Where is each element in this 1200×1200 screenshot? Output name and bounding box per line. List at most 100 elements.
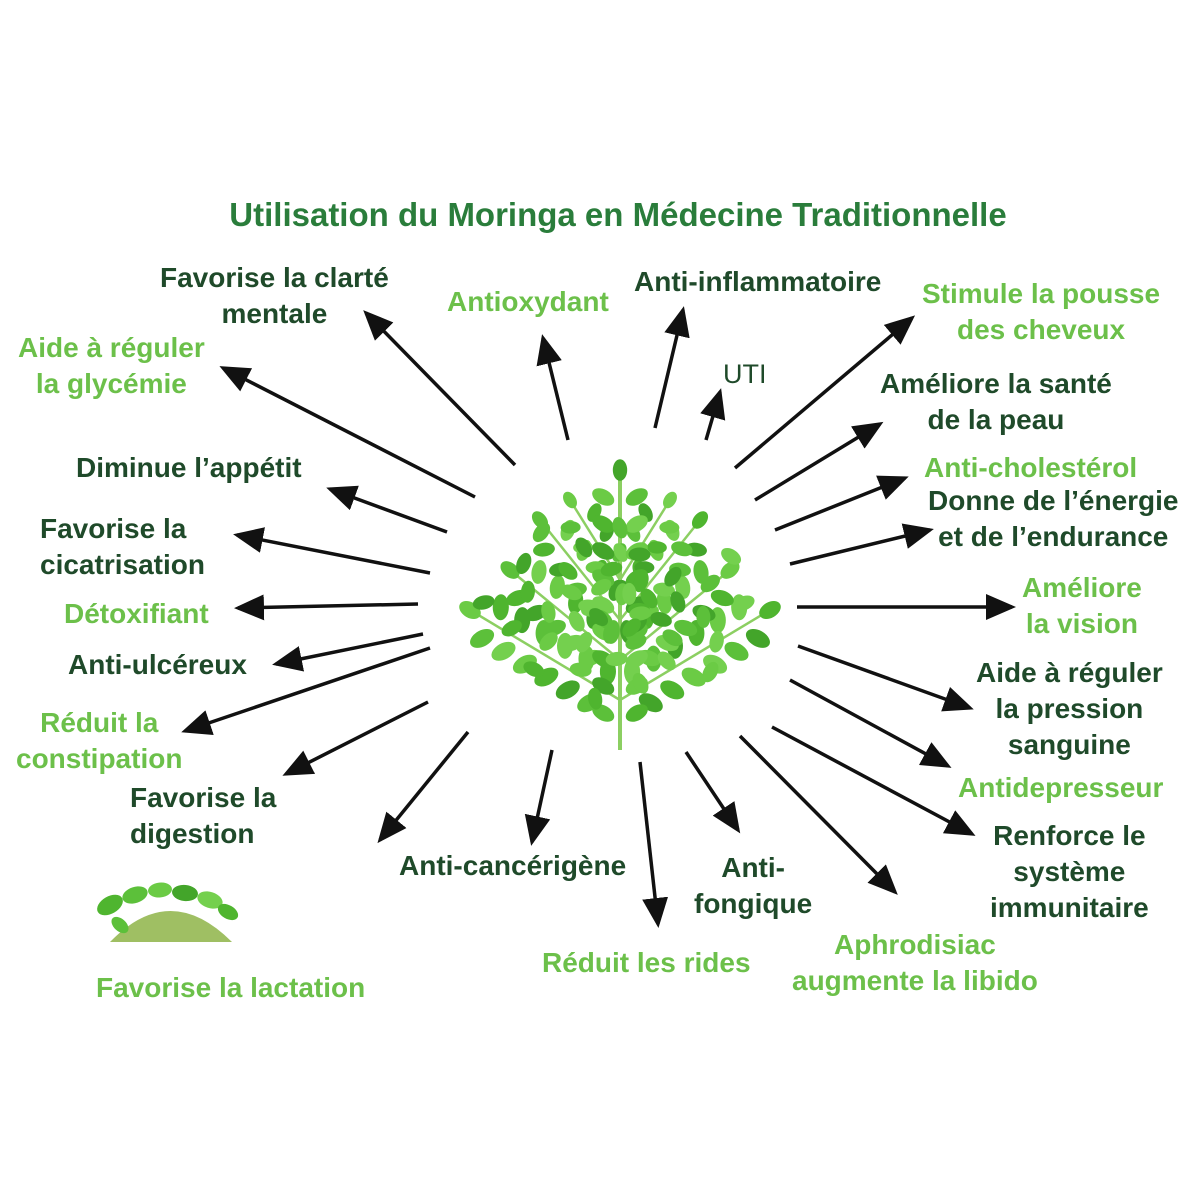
leaflet: [603, 621, 618, 644]
leaflet: [622, 618, 641, 637]
leaflet: [560, 521, 581, 534]
leaflet: [681, 667, 706, 687]
leaflet: [633, 570, 649, 593]
arrow-icon: [234, 594, 419, 621]
leaflet: [592, 542, 615, 560]
arrow-icon: [653, 306, 690, 429]
leaflet: [600, 561, 623, 577]
leaflet: [724, 641, 749, 661]
powder-leaf: [97, 894, 123, 916]
leaflet: [657, 651, 676, 671]
leaflet: [592, 515, 615, 533]
powder-leaf: [197, 891, 223, 909]
arrow-icon: [219, 366, 476, 499]
leaflet: [569, 662, 592, 677]
leaflet: [501, 620, 522, 637]
arrow-icon: [684, 751, 741, 834]
leaflet: [721, 547, 742, 565]
page-title: Utilisation du Moringa en Médecine Tradi…: [229, 196, 1007, 233]
leaflet: [491, 641, 516, 661]
arrow-icon: [272, 632, 424, 672]
powder-leaf: [111, 916, 129, 934]
leaflet: [560, 584, 582, 601]
leaflet: [759, 601, 781, 619]
arrow-icon: [733, 315, 916, 470]
leaflet: [622, 582, 637, 605]
arrows-group: [181, 306, 1016, 928]
powder-leaf: [172, 884, 198, 902]
leaflet: [646, 541, 667, 554]
leaflet: [628, 547, 651, 562]
arrow-icon: [181, 646, 431, 735]
arrow-icon: [797, 644, 974, 712]
leaflet: [702, 661, 719, 683]
leaflet: [709, 630, 724, 653]
arrow-icon: [789, 523, 934, 566]
arrow-icon: [282, 700, 429, 776]
leaflet: [700, 574, 720, 593]
leaflet: [696, 605, 711, 628]
arrow-icon: [233, 527, 431, 575]
label-detoxifiant: Détoxifiant: [64, 598, 209, 629]
leaflet: [563, 491, 577, 509]
arrow-icon: [754, 421, 884, 502]
leaflet: [539, 632, 558, 651]
leaflet: [533, 542, 555, 557]
leaflet: [625, 650, 648, 668]
powder-leaf: [148, 882, 172, 898]
leaflet: [558, 562, 578, 580]
leaflet: [549, 575, 565, 599]
arrow-icon: [700, 388, 726, 441]
leaflet: [542, 619, 566, 637]
leaflet: [470, 629, 495, 648]
leaflet: [625, 704, 648, 722]
leaflet: [733, 595, 755, 611]
leaflet: [520, 580, 535, 603]
leaflet: [532, 522, 551, 543]
leaflet: [650, 612, 672, 627]
powder-leaf: [217, 903, 239, 921]
arrow-icon: [771, 725, 976, 836]
leaflet: [612, 517, 628, 539]
moringa-powder-icon: [97, 882, 239, 942]
leaflet: [629, 606, 652, 621]
leaflet: [472, 595, 495, 610]
leaflet: [632, 672, 649, 694]
leaflet: [660, 680, 685, 700]
arrow-icon: [738, 734, 898, 895]
arrow-icon: [638, 761, 669, 928]
leaflet: [575, 537, 593, 558]
label-antioxydant: Antioxydant: [447, 286, 609, 317]
leaflet: [691, 511, 709, 529]
label-rides: Réduit les rides: [542, 947, 751, 978]
leaflet: [625, 488, 648, 506]
leaflet: [531, 560, 547, 584]
arrow-icon: [524, 749, 554, 846]
label-appetit: Diminue l’appétit: [76, 452, 302, 483]
moringa-leaf-icon: [459, 459, 781, 750]
label-lactation: Favorise la lactation: [96, 972, 366, 1003]
leaflet: [555, 680, 580, 700]
leaflet: [591, 579, 612, 596]
leaflet: [663, 491, 677, 509]
leaflet: [625, 634, 647, 650]
arrow-icon: [536, 334, 570, 441]
leaflet: [662, 629, 683, 647]
leaf-stem: [618, 499, 672, 581]
powder-leaf: [122, 886, 148, 904]
leaflet: [640, 588, 658, 609]
leaflet: [568, 610, 585, 632]
leaflet: [500, 561, 520, 579]
leaflet: [516, 552, 532, 575]
label-anti-ulcereux: Anti-ulcéreux: [68, 649, 247, 680]
powder-mound: [110, 911, 232, 942]
